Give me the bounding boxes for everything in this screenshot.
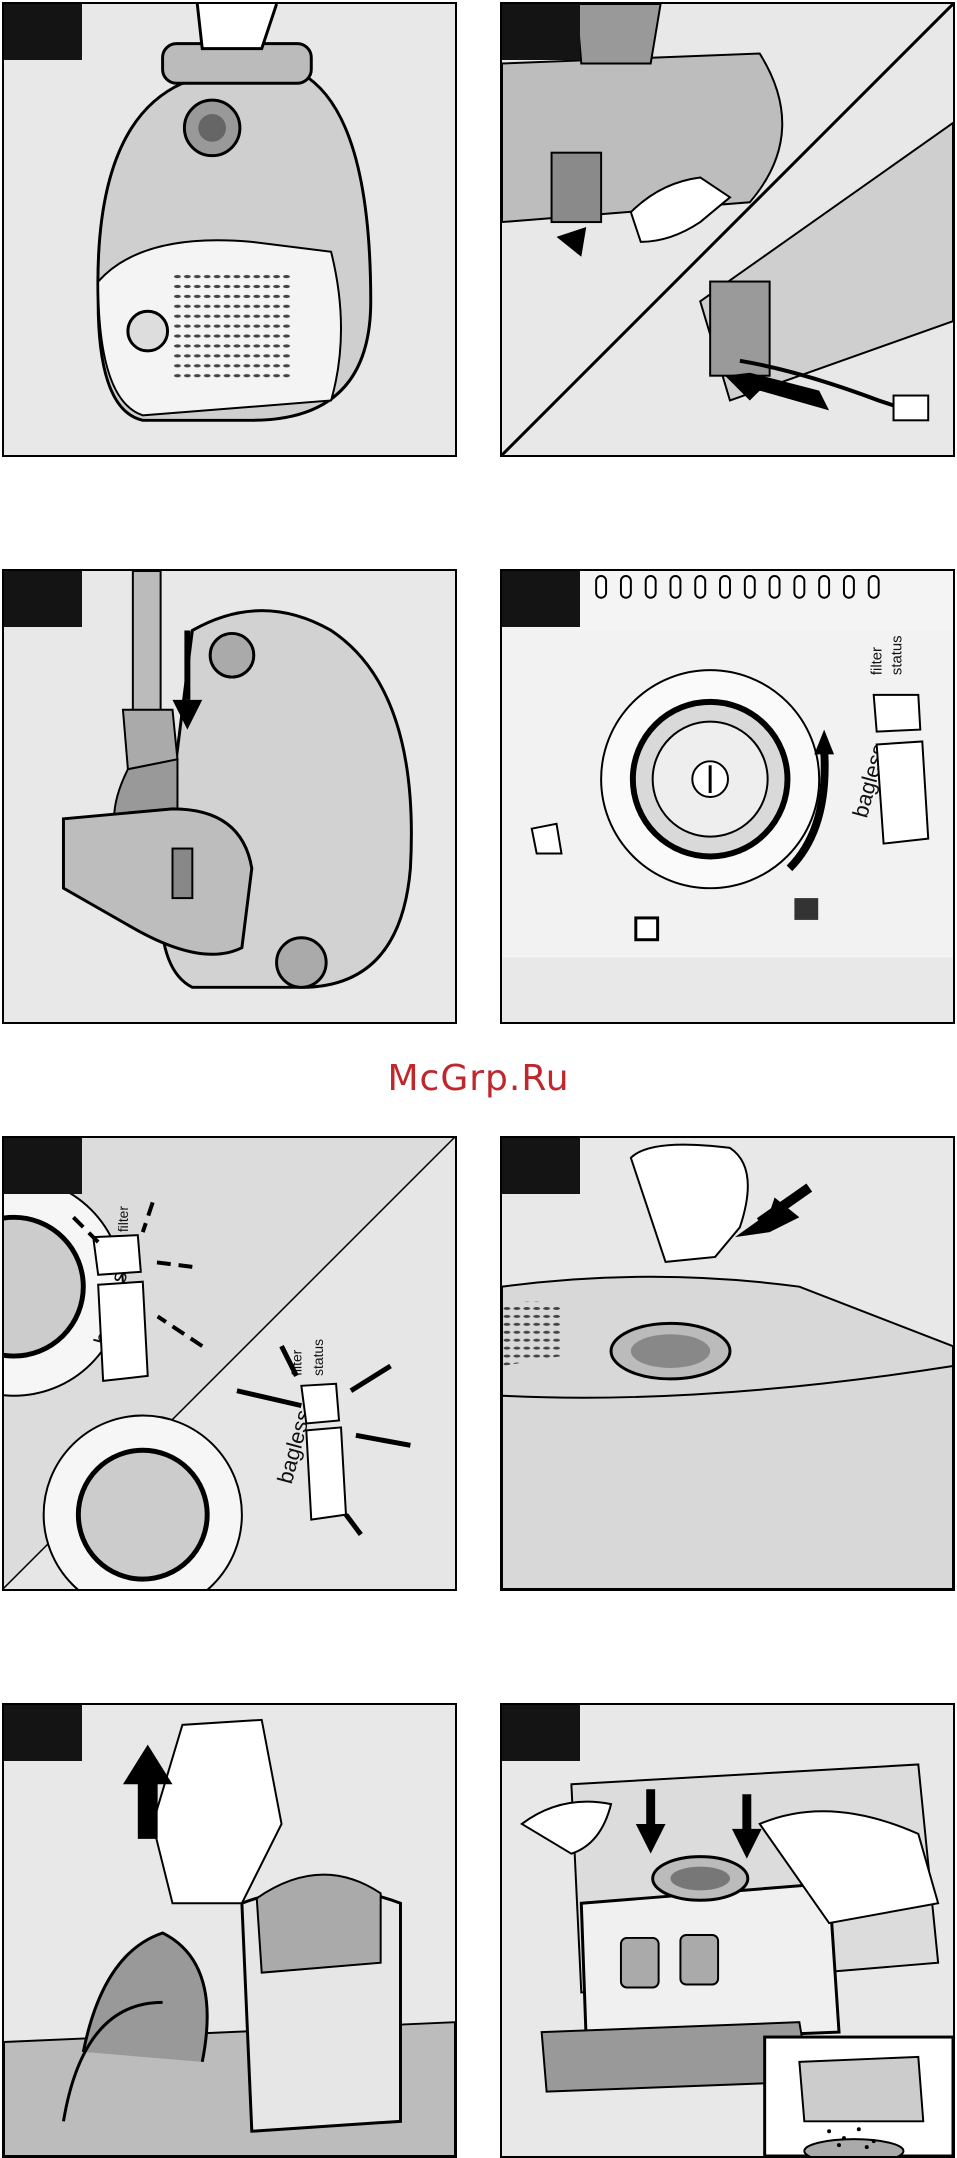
step-badge — [2, 2, 82, 60]
dust-container-remove-icon — [4, 1705, 455, 2156]
step-panel-dial: bagless filter status — [500, 569, 955, 1024]
step-panel-empty-filter — [500, 1703, 955, 2158]
step-badge — [500, 1703, 580, 1761]
power-dial-icon: bagless filter status — [502, 571, 953, 1022]
step-panel-filter-status: bagless filter bagless filter status — [2, 1136, 457, 1591]
step-badge — [2, 569, 82, 627]
cord-pull-out-icon — [502, 4, 953, 455]
status-label-bottom: status — [310, 1339, 326, 1376]
vacuum-carry-handle-icon — [4, 4, 455, 455]
step-badge — [500, 2, 580, 60]
lid-release-icon — [502, 1138, 953, 1589]
step-panel-carry — [2, 2, 457, 457]
status-label: status — [889, 635, 905, 675]
filter-label-top: filter — [115, 1206, 131, 1233]
step-badge — [500, 569, 580, 627]
filter-status-indicator-icon: bagless filter bagless filter status — [4, 1138, 455, 1589]
hose-insert-icon — [4, 571, 455, 1022]
filter-empty-icon — [502, 1705, 953, 2156]
step-panel-lid-release — [500, 1136, 955, 1591]
filter-label: filter — [870, 647, 886, 675]
step-badge — [2, 1703, 82, 1761]
step-panel-remove-container — [2, 1703, 457, 2158]
watermark: McGrp.Ru — [0, 1058, 957, 1099]
step-panel-hose — [2, 569, 457, 1024]
step-panel-cord — [500, 2, 955, 457]
step-badge — [500, 1136, 580, 1194]
step-badge — [2, 1136, 82, 1194]
